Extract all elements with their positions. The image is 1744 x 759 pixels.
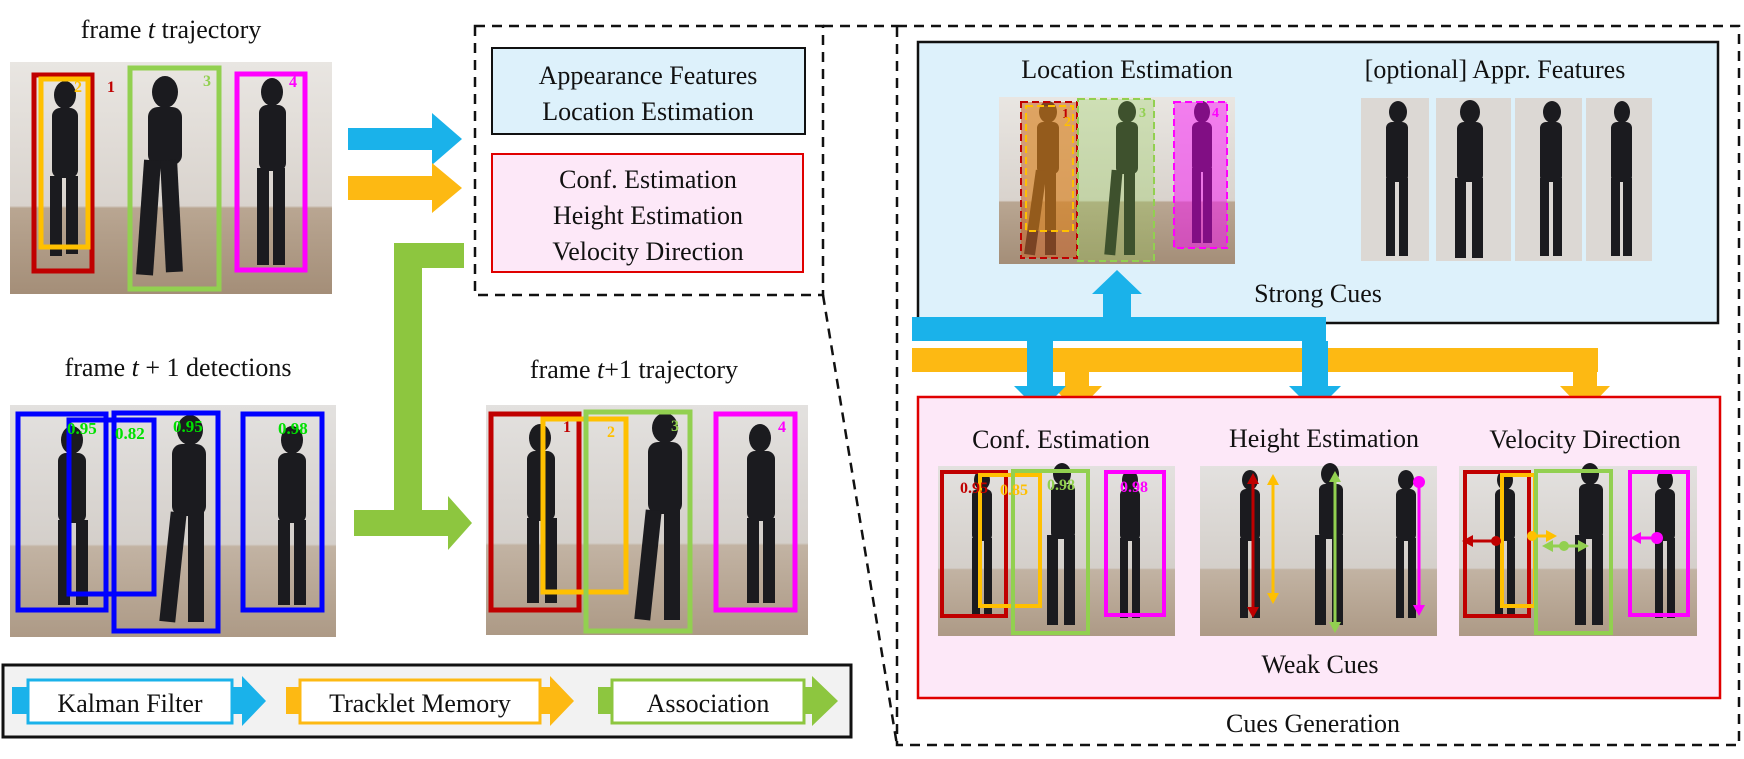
det-score-3: 0.95 — [173, 417, 203, 436]
det-score-2: 0.82 — [115, 424, 145, 443]
traj-t1-id-3: 3 — [671, 418, 679, 435]
loc-id-1: 1 — [1062, 107, 1069, 122]
cue-summary-dashed-box — [473, 24, 825, 297]
conf-score-2: 0.85 — [1000, 482, 1028, 499]
association-arrow — [354, 243, 472, 550]
location-estimation-text: Location Estimation — [542, 97, 754, 126]
height-estimation-text: Height Estimation — [553, 201, 743, 230]
traj-t1-id-2: 2 — [607, 424, 615, 441]
conf-score-4: 0.98 — [1120, 479, 1148, 496]
conf-score-1: 0.95 — [960, 480, 988, 497]
frame-t1-trajectory-title: frame t+1 trajectory — [530, 355, 738, 384]
height-estimation-title: Height Estimation — [1229, 424, 1419, 453]
frame-t1-detections-title: frame t + 1 detections — [65, 353, 292, 382]
velocity-direction-image — [1459, 463, 1697, 636]
traj-t1-id-1: 1 — [563, 419, 571, 436]
frame-t1-detections-image: 0.95 0.82 0.95 0.98 — [10, 405, 336, 637]
legend-kalman-filter: Kalman Filter — [57, 689, 202, 718]
frame-t-id-4: 4 — [289, 74, 297, 91]
weak-cue-summary-box: Conf. Estimation Height Estimation Veloc… — [491, 153, 804, 273]
frame-t-id-1: 1 — [107, 79, 115, 96]
det-score-4: 0.98 — [278, 419, 308, 438]
legend-tracklet-memory: Tracklet Memory — [329, 689, 511, 718]
kalman-arrow-left — [348, 113, 462, 165]
zoom-line-bottom — [821, 294, 899, 746]
weak-cues-label: Weak Cues — [1261, 650, 1378, 679]
right-routing-arrows — [912, 270, 1610, 412]
cues-generation-dashed-box — [895, 24, 1741, 747]
cues-generation-label: Cues Generation — [1226, 709, 1400, 738]
frame-t-image: 1 2 3 4 — [10, 62, 332, 294]
velocity-direction-title: Velocity Direction — [1489, 425, 1680, 454]
appearance-crops — [1361, 98, 1652, 261]
velocity-direction-text: Velocity Direction — [552, 237, 743, 266]
conf-score-3: 0.98 — [1047, 477, 1075, 494]
conf-estimation-image: 0.95 0.85 0.98 0.98 — [938, 463, 1175, 636]
strong-cues-label: Strong Cues — [1254, 279, 1382, 308]
det-score-1: 0.95 — [67, 419, 97, 438]
location-estimation-image: 1 2 3 4 — [999, 97, 1235, 264]
frame-t-id-2: 2 — [74, 79, 82, 96]
loc-id-2: 2 — [1064, 115, 1071, 130]
loc-id-4: 4 — [1212, 106, 1219, 121]
appearance-features-text: Appearance Features — [539, 61, 758, 90]
height-estimation-image — [1200, 463, 1437, 636]
frame-t-id-3: 3 — [203, 73, 211, 90]
conf-estimation-title: Conf. Estimation — [972, 425, 1150, 454]
legend: Kalman Filter Tracklet Memory Associatio… — [1, 663, 853, 739]
frame-t-title: frame t trajectory — [81, 15, 261, 44]
frame-t1-trajectory-image: 1 2 3 4 — [486, 405, 808, 635]
location-estimation-title: Location Estimation — [1021, 55, 1233, 84]
tracklet-arrow-left — [348, 163, 462, 213]
loc-id-3: 3 — [1139, 106, 1146, 121]
weak-cues-panel: Conf. Estimation Height Estimation Veloc… — [916, 395, 1722, 700]
appr-features-title: [optional] Appr. Features — [1365, 55, 1626, 84]
strong-cues-panel: Location Estimation [optional] Appr. Fea… — [916, 40, 1720, 325]
conf-estimation-text: Conf. Estimation — [559, 165, 737, 194]
appearance-location-box: Appearance Features Location Estimation — [491, 47, 806, 135]
legend-association: Association — [647, 689, 770, 718]
traj-t1-id-4: 4 — [778, 419, 786, 436]
